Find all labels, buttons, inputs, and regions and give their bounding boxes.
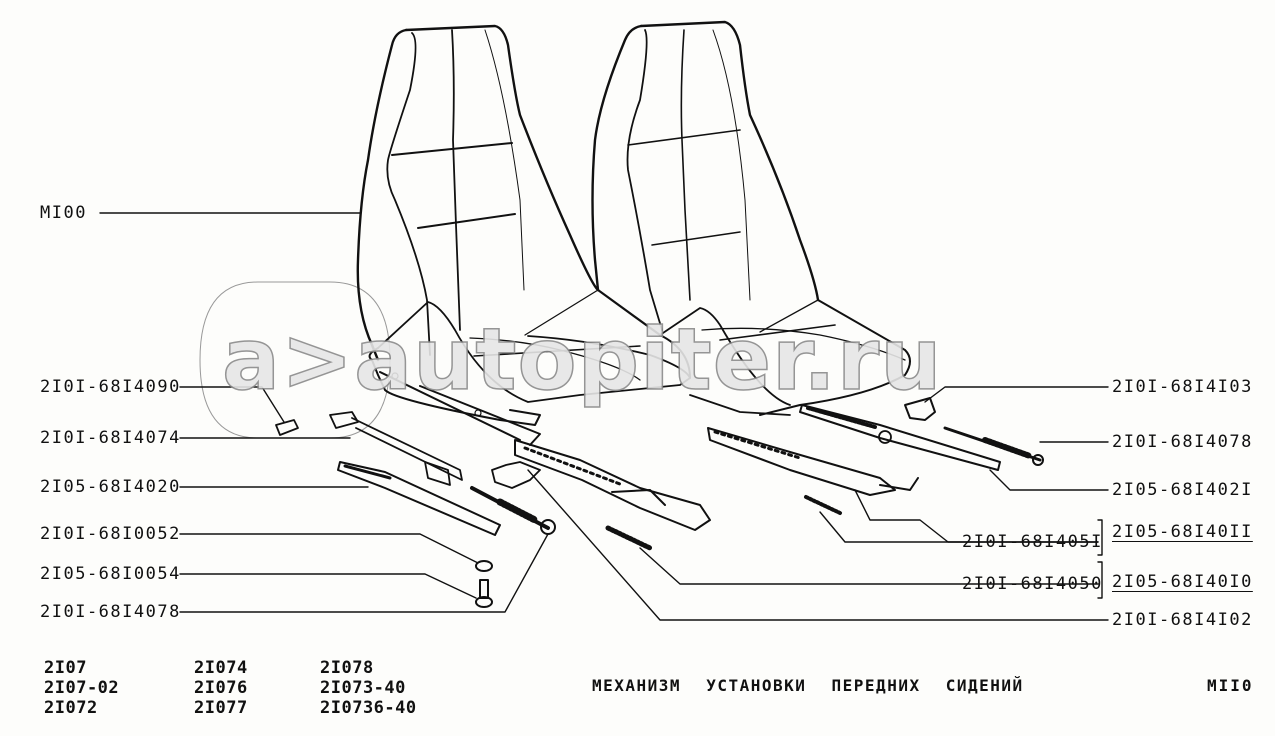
right-seat <box>591 20 911 416</box>
callout-label: 2I0I-68I4074 <box>40 428 181 448</box>
leader-lines <box>99 212 1109 621</box>
model-code: 2I073-40 <box>320 678 406 698</box>
diagram-title: МЕХАНИЗМ УСТАНОВКИ ПЕРЕДНИХ СИДЕНИЙ <box>592 676 1024 695</box>
assembly-group-label: 2I05-68I40II <box>1112 522 1253 542</box>
model-code: 2I077 <box>194 698 248 718</box>
model-code: 2I07-02 <box>44 678 120 698</box>
callout-label: 2I0I-68I4I03 <box>1112 377 1253 397</box>
model-list: 2I074 2I076 2I077 <box>194 658 248 718</box>
callout-label: 2I05-68I402I <box>1112 480 1253 500</box>
callout-label: 2I0I-68I405I <box>962 532 1103 552</box>
model-code: 2I076 <box>194 678 248 698</box>
left-slide-parts <box>275 411 711 608</box>
model-code: 2I07 <box>44 658 87 678</box>
right-slide-parts <box>707 397 1044 515</box>
callout-label: 2I0I-68I0052 <box>40 524 181 544</box>
callout-label: 2I0I-68I4I02 <box>1112 610 1253 630</box>
callout-label: 2I0I-68I4050 <box>962 574 1103 594</box>
left-seat <box>356 24 691 446</box>
model-list: 2I078 2I073-40 2I0736-40 <box>320 658 417 718</box>
callout-label: 2I0I-68I4078 <box>1112 432 1253 452</box>
callout-label: 2I0I-68I4090 <box>40 377 181 397</box>
callout-label: 2I05-68I0054 <box>40 564 181 584</box>
model-code: 2I074 <box>194 658 248 678</box>
model-list: 2I07 2I07-02 2I072 <box>44 658 119 718</box>
model-code: 2I0736-40 <box>320 698 417 718</box>
model-code: 2I078 <box>320 658 374 678</box>
sheet-code: MII0 <box>1207 676 1254 695</box>
model-code: 2I072 <box>44 698 98 718</box>
assembly-label: MI00 <box>40 203 87 223</box>
assembly-group-label: 2I05-68I40I0 <box>1112 572 1253 592</box>
callout-label: 2I0I-68I4078 <box>40 602 181 622</box>
callout-label: 2I05-68I4020 <box>40 477 181 497</box>
